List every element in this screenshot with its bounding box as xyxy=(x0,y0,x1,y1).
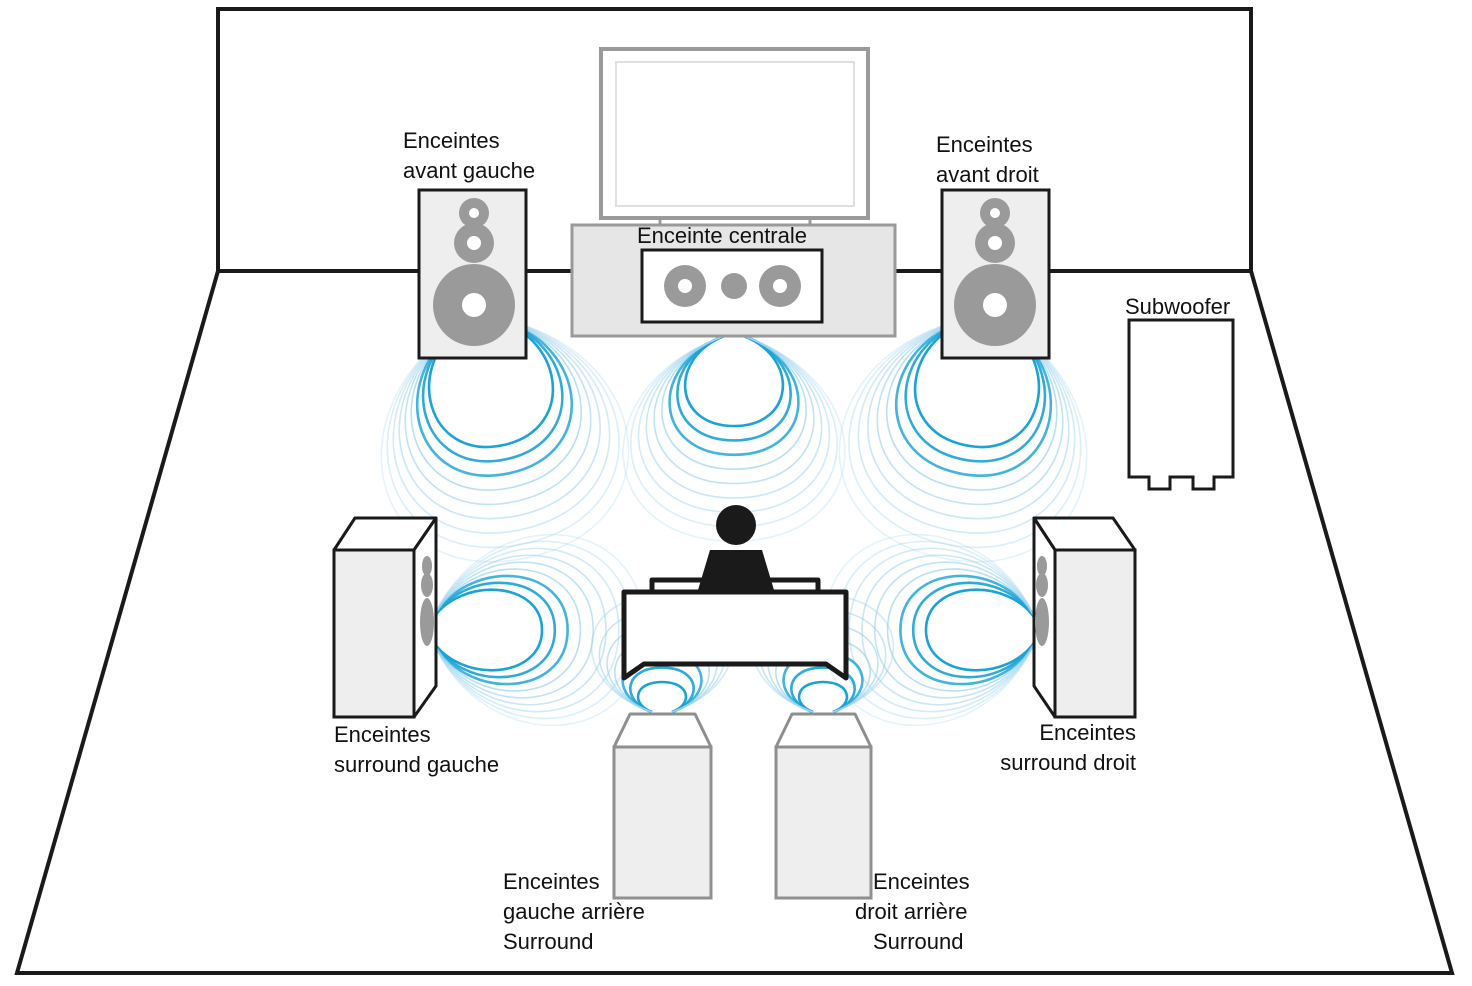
subwoofer-icon xyxy=(1127,318,1235,491)
surround-back-right-speaker xyxy=(774,712,873,900)
front-left-wave-ring xyxy=(415,314,574,477)
surround-back-right-label-line-1: Enceintes xyxy=(873,869,970,894)
center-wave-ring xyxy=(676,334,792,442)
listener-icon xyxy=(698,505,774,590)
surround-left-label: Enceintes surround gauche xyxy=(334,720,499,780)
surround-left-wave-ring xyxy=(431,554,607,706)
front-right-wave-ring xyxy=(838,315,1088,563)
front-right-wave-ring xyxy=(876,315,1064,506)
front-left-wave-ring xyxy=(421,314,564,463)
surround-right-speaker xyxy=(1032,516,1137,719)
surround-back-right-label: Enceintes droit arrière Surround xyxy=(855,867,970,957)
center-label: Enceinte centrale xyxy=(637,221,807,251)
surround-right-wave-ring xyxy=(899,574,1038,686)
floor xyxy=(14,269,1455,975)
surround-left-label-line-1: Enceintes xyxy=(334,722,431,747)
center-wave-ring xyxy=(668,334,800,457)
tv-icon xyxy=(599,47,870,228)
surround-left-waves xyxy=(430,533,646,727)
surround-left-wave-ring xyxy=(430,574,569,686)
surround-right-label: Enceintes surround droit xyxy=(966,718,1136,778)
front-left-wave-ring xyxy=(380,315,630,563)
front-right-waves xyxy=(838,314,1088,563)
surround-back-left-label-line-2: gauche arrière xyxy=(503,899,645,924)
center-label-line-1: Enceinte centrale xyxy=(637,223,807,248)
surround-right-label-line-1: Enceintes xyxy=(1039,720,1136,745)
center-wave-ring xyxy=(661,335,807,471)
center-speaker-unit xyxy=(570,223,897,338)
front-left-wave-ring xyxy=(386,315,620,549)
back-right-wave-ring xyxy=(790,666,856,714)
front-right-wave-ring xyxy=(894,314,1053,477)
front-left-label-line-2: avant gauche xyxy=(403,158,536,183)
front-left-wave-ring xyxy=(392,315,611,534)
front-right-label-line-1: Enceintes xyxy=(936,132,1033,157)
front-right-label: Enceintes avant droit xyxy=(936,130,1039,190)
front-left-label: Enceintes avant gauche xyxy=(403,126,535,186)
front-left-label-line-1: Enceintes xyxy=(403,128,500,153)
front-right-wave-ring xyxy=(913,314,1041,449)
surround-back-left-label-line-1: Enceintes xyxy=(503,869,600,894)
front-right-speaker xyxy=(940,188,1051,360)
sofa-icon xyxy=(621,577,849,681)
surround-back-right-label-line-3: Surround xyxy=(873,929,964,954)
front-left-wave-ring xyxy=(427,314,555,449)
front-right-label-line-2: avant droit xyxy=(936,162,1039,187)
center-wave-ring xyxy=(637,335,831,514)
back-left-wave-ring xyxy=(636,680,688,714)
back-left-wave-ring xyxy=(629,666,695,714)
center-wave-ring xyxy=(653,335,815,485)
front-right-wave-ring xyxy=(867,315,1070,520)
surround-left-wave-ring xyxy=(431,547,620,713)
surround-left-wave-ring xyxy=(431,540,633,720)
center-wave-ring xyxy=(645,335,823,499)
surround-left-speaker xyxy=(332,516,438,719)
front-left-wave-ring xyxy=(410,315,582,491)
surround-right-wave-ring xyxy=(848,547,1037,713)
surround-back-left-label-line-3: Surround xyxy=(503,929,594,954)
surround-right-label-line-2: surround droit xyxy=(1000,750,1136,775)
front-left-waves xyxy=(380,314,630,563)
surround-left-wave-ring xyxy=(431,568,582,692)
front-right-wave-ring xyxy=(848,315,1082,549)
front-right-wave-ring xyxy=(904,314,1047,463)
surround-right-wave-ring xyxy=(924,588,1038,672)
front-left-speaker xyxy=(417,188,528,360)
front-left-wave-ring xyxy=(398,315,601,520)
front-right-wave-ring xyxy=(886,315,1058,491)
front-right-wave-ring xyxy=(857,315,1076,534)
surround-right-wave-ring xyxy=(873,561,1037,699)
surround-right-wave-ring xyxy=(886,568,1037,692)
subwoofer-label-line-1: Subwoofer xyxy=(1125,294,1231,319)
center-wave-ring xyxy=(684,334,784,428)
surround-back-left-speaker xyxy=(612,712,713,900)
surround-left-wave-ring xyxy=(431,561,595,699)
surround-back-left-label: Enceintes gauche arrière Surround xyxy=(503,867,645,957)
surround-back-right-label-line-2: droit arrière xyxy=(855,899,968,924)
subwoofer-label: Subwoofer xyxy=(1125,292,1230,322)
surround-right-wave-ring xyxy=(911,581,1038,679)
surround-left-label-line-2: surround gauche xyxy=(334,752,500,777)
surround-left-wave-ring xyxy=(430,588,544,672)
back-right-wave-ring xyxy=(797,680,849,714)
front-left-wave-ring xyxy=(404,315,592,506)
surround-left-wave-ring xyxy=(430,581,557,679)
surround-right-wave-ring xyxy=(861,554,1037,706)
